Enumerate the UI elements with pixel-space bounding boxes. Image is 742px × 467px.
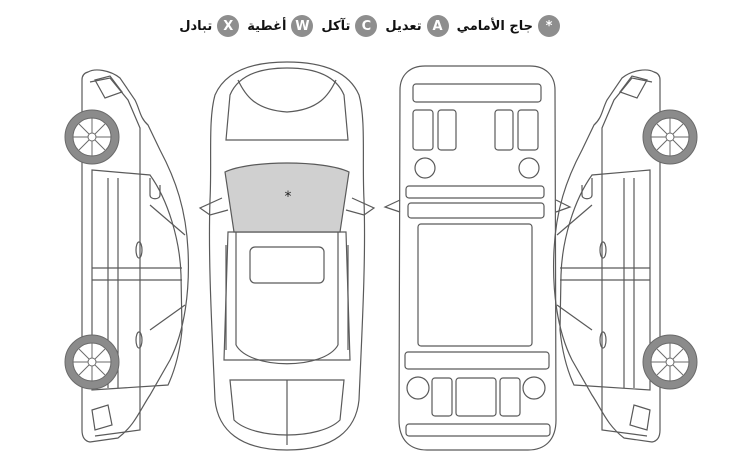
legend-badge-w: W	[291, 15, 314, 37]
legend-label-replacement: تبادل	[179, 18, 213, 34]
legend-badge-c: C	[355, 15, 378, 37]
legend-label-modification: تعديل	[385, 18, 422, 34]
legend-item-windshield: * جاج الأمامي	[457, 15, 560, 37]
legend-badge-star: *	[538, 15, 560, 37]
windshield-damaged[interactable]	[224, 162, 350, 233]
car-side-right[interactable]	[553, 69, 661, 443]
car-underside-view[interactable]	[383, 65, 572, 451]
legend-badge-x: X	[217, 15, 240, 37]
car-top-view[interactable]	[198, 61, 376, 451]
legend-item-modification: A تعديل	[385, 15, 449, 37]
legend-label-windshield: جاج الأمامي	[456, 18, 533, 34]
legend-item-corrosion: C تآكل	[321, 15, 378, 37]
wheel-right-bottom[interactable]	[642, 334, 698, 390]
wheel-left-bottom[interactable]	[64, 334, 120, 390]
legend-label-covers: أغطية	[247, 18, 287, 34]
legend: * جاج الأمامي A تعديل C تآكل W أغطية X ت…	[160, 13, 560, 39]
windshield-damage-mark: *	[285, 189, 292, 205]
legend-label-corrosion: تآكل	[321, 18, 351, 34]
wheel-left-top[interactable]	[64, 109, 120, 165]
legend-badge-a: A	[426, 15, 449, 37]
legend-item-covers: W أغطية	[247, 15, 314, 37]
wheel-right-top[interactable]	[642, 109, 698, 165]
car-side-left[interactable]	[81, 69, 189, 443]
legend-item-replacement: X تبادل	[179, 15, 240, 37]
